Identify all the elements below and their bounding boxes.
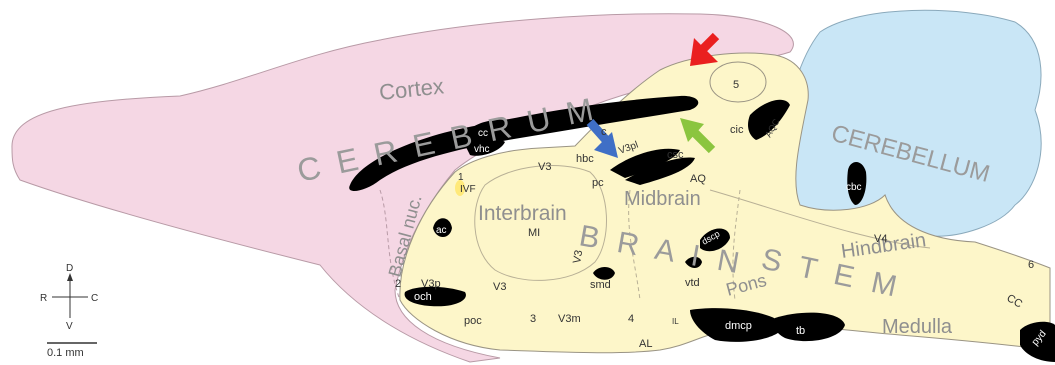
och-label: och <box>414 291 432 303</box>
hbc-label: hbc <box>576 153 594 165</box>
vhc-label: vhc <box>474 144 490 155</box>
tb-label: tb <box>796 325 805 337</box>
three-label: 3 <box>530 313 536 325</box>
csc-label: csc <box>667 149 684 161</box>
v3p-label: V3p <box>421 278 441 290</box>
v4-label: V4 <box>874 233 887 245</box>
midbrain-label: Midbrain <box>624 188 701 210</box>
one-label: 1 <box>458 172 464 183</box>
six-label: 6 <box>1028 259 1034 271</box>
orientation-compass: D V R C <box>40 263 98 332</box>
v3m-label: V3m <box>558 313 581 325</box>
il-label: IL <box>672 317 679 326</box>
cbc-label: cbc <box>846 182 862 193</box>
pc-label: pc <box>592 177 604 189</box>
ivf-label: IVF <box>460 184 476 195</box>
cc-top-label: cc <box>478 128 488 139</box>
v3-low-label: V3 <box>493 281 506 293</box>
c-small-label: c <box>601 126 607 138</box>
compass-c-label: C <box>91 293 98 304</box>
poc-label: poc <box>464 315 482 327</box>
scale-bar-label: 0.1 mm <box>47 347 84 359</box>
smd-label: smd <box>590 279 611 291</box>
v3-top-label: V3 <box>538 161 551 173</box>
aq-label: AQ <box>690 173 706 185</box>
four-label: 4 <box>628 313 634 325</box>
vtd-label: vtd <box>685 277 700 289</box>
interbrain-label: Interbrain <box>478 202 567 225</box>
compass-r-label: R <box>40 293 47 304</box>
al-label: AL <box>639 338 652 350</box>
tb-tract <box>774 313 845 341</box>
compass-v-label: V <box>66 321 73 332</box>
mi-label: MI <box>528 227 540 239</box>
dmcp-label: dmcp <box>725 320 752 332</box>
two-label: 2 <box>395 278 401 290</box>
medulla-label: Medulla <box>882 316 953 338</box>
five-label: 5 <box>733 79 739 91</box>
cic-label: cic <box>730 124 744 136</box>
cerebellum-region <box>779 10 1041 236</box>
compass-d-label: D <box>66 263 73 274</box>
ac-label: ac <box>436 225 447 236</box>
v3-mid-label: V3 <box>571 249 585 264</box>
